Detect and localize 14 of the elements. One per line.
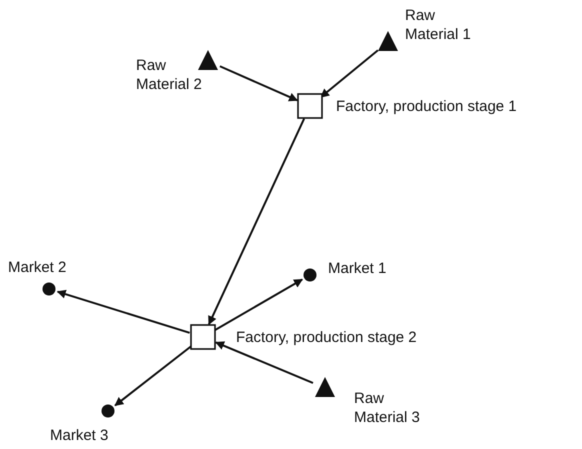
- node-label: Market 2: [8, 258, 68, 277]
- arrow: [214, 278, 303, 331]
- arrow: [208, 118, 306, 326]
- node-label: Market 3: [50, 426, 110, 445]
- arrow: [320, 49, 379, 98]
- arrow: [215, 341, 314, 384]
- node-label: Raw Material 1: [405, 6, 472, 44]
- node-label: Raw Material 3: [354, 389, 421, 427]
- arrow: [220, 65, 298, 102]
- node-label: Factory, production stage 1: [336, 97, 518, 116]
- node-label: Raw Material 2: [136, 56, 203, 94]
- arrow: [56, 290, 190, 334]
- node-label: Market 1: [328, 259, 388, 278]
- node-label: Factory, production stage 2: [236, 328, 418, 347]
